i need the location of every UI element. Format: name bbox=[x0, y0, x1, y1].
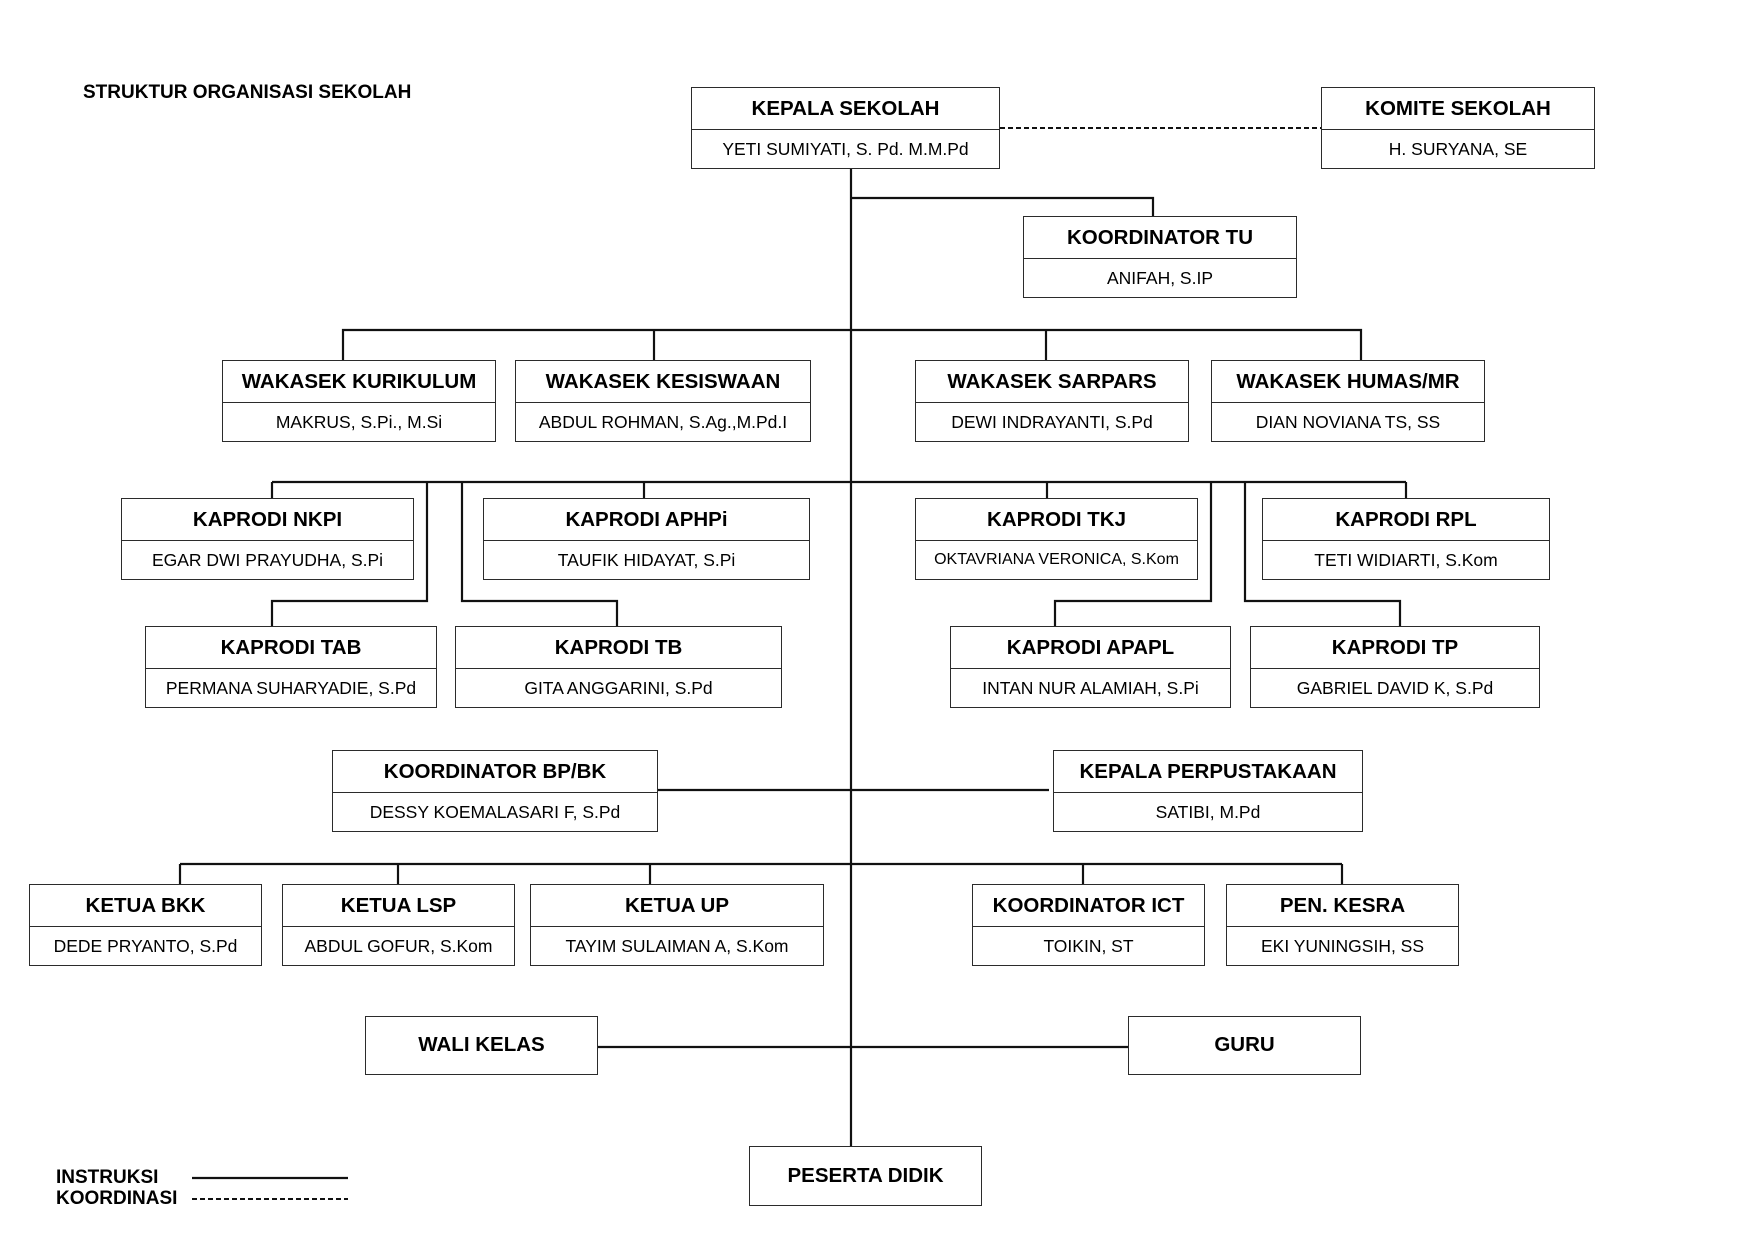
box-peserta-didik: PESERTA DIDIK bbox=[749, 1146, 982, 1206]
position-title: KAPRODI TKJ bbox=[916, 499, 1197, 541]
position-holder: TAUFIK HIDAYAT, S.Pi bbox=[557, 550, 736, 570]
position-holder: ABDUL GOFUR, S.Kom bbox=[304, 936, 493, 956]
box-ketua-lsp: KETUA LSP ABDUL GOFUR, S.Kom bbox=[282, 884, 515, 966]
box-kaprodi-tp: KAPRODI TP GABRIEL DAVID K, S.Pd bbox=[1250, 626, 1540, 708]
position-title: KAPRODI APAPL bbox=[951, 627, 1230, 669]
position-title: KOORDINATOR TU bbox=[1024, 217, 1296, 259]
line-tb bbox=[460, 482, 619, 626]
chart-title: STRUKTUR ORGANISASI SEKOLAH bbox=[83, 82, 412, 103]
box-ketua-up: KETUA UP TAYIM SULAIMAN A, S.Kom bbox=[530, 884, 824, 966]
position-title: KEPALA SEKOLAH bbox=[692, 88, 999, 130]
line-koord-tu bbox=[851, 196, 1155, 216]
position-title: KAPRODI TB bbox=[456, 627, 781, 669]
box-pen-kesra: PEN. KESRA EKI YUNINGSIH, SS bbox=[1226, 884, 1459, 966]
box-wali-kelas: WALI KELAS bbox=[365, 1016, 598, 1075]
box-kepala-perpustakaan: KEPALA PERPUSTAKAAN SATIBI, M.Pd bbox=[1053, 750, 1363, 832]
position-title: KEPALA PERPUSTAKAAN bbox=[1054, 751, 1362, 793]
position-title: KOMITE SEKOLAH bbox=[1322, 88, 1594, 130]
box-kaprodi-rpl: KAPRODI RPL TETI WIDIARTI, S.Kom bbox=[1262, 498, 1550, 580]
position-holder: MAKRUS, S.Pi., M.Si bbox=[275, 412, 443, 432]
position-title: WAKASEK SARPARS bbox=[916, 361, 1188, 403]
position-title: KAPRODI TP bbox=[1251, 627, 1539, 669]
box-wakasek-kesiswaan: WAKASEK KESISWAAN ABDUL ROHMAN, S.Ag.,M.… bbox=[515, 360, 811, 442]
box-wakasek-humas: WAKASEK HUMAS/MR DIAN NOVIANA TS, SS bbox=[1211, 360, 1485, 442]
position-title: PEN. KESRA bbox=[1227, 885, 1458, 927]
position-holder: DESSY KOEMALASARI F, S.Pd bbox=[369, 802, 621, 822]
position-holder: OKTAVRIANA VERONICA, S.Kom bbox=[934, 551, 1179, 568]
box-wakasek-kurikulum: WAKASEK KURIKULUM MAKRUS, S.Pi., M.Si bbox=[222, 360, 496, 442]
bar-wakasek bbox=[341, 328, 1363, 360]
position-title: WAKASEK KESISWAAN bbox=[516, 361, 810, 403]
box-ketua-bkk: KETUA BKK DEDE PRYANTO, S.Pd bbox=[29, 884, 262, 966]
position-title: KETUA BKK bbox=[30, 885, 261, 927]
position-holder: DIAN NOVIANA TS, SS bbox=[1255, 412, 1441, 432]
box-kaprodi-nkpi: KAPRODI NKPI EGAR DWI PRAYUDHA, S.Pi bbox=[121, 498, 414, 580]
box-komite-sekolah: KOMITE SEKOLAH H. SURYANA, SE bbox=[1321, 87, 1595, 169]
position-holder: ABDUL ROHMAN, S.Ag.,M.Pd.I bbox=[538, 412, 788, 432]
line-apapl bbox=[1053, 482, 1213, 626]
box-kaprodi-tab: KAPRODI TAB PERMANA SUHARYADIE, S.Pd bbox=[145, 626, 437, 708]
position-title: KAPRODI APHPi bbox=[484, 499, 809, 541]
box-kaprodi-apapl: KAPRODI APAPL INTAN NUR ALAMIAH, S.Pi bbox=[950, 626, 1231, 708]
position-title: KOORDINATOR ICT bbox=[973, 885, 1204, 927]
position-title: KOORDINATOR BP/BK bbox=[333, 751, 657, 793]
position-holder: PERMANA SUHARYADIE, S.Pd bbox=[165, 678, 417, 698]
position-holder: TOIKIN, ST bbox=[1043, 936, 1134, 956]
position-title: KETUA LSP bbox=[283, 885, 514, 927]
position-holder: EGAR DWI PRAYUDHA, S.Pi bbox=[151, 550, 384, 570]
position-holder: EKI YUNINGSIH, SS bbox=[1260, 936, 1425, 956]
position-holder: H. SURYANA, SE bbox=[1388, 139, 1528, 159]
position-holder: DEDE PRYANTO, S.Pd bbox=[53, 936, 238, 956]
position-holder: TETI WIDIARTI, S.Kom bbox=[1314, 550, 1498, 570]
position-title: KAPRODI NKPI bbox=[122, 499, 413, 541]
position-holder: SATIBI, M.Pd bbox=[1155, 802, 1261, 822]
legend-instruksi-label: INSTRUKSI bbox=[56, 1167, 159, 1188]
position-holder: TAYIM SULAIMAN A, S.Kom bbox=[565, 936, 789, 956]
position-holder: DEWI INDRAYANTI, S.Pd bbox=[951, 412, 1153, 432]
box-kaprodi-tb: KAPRODI TB GITA ANGGARINI, S.Pd bbox=[455, 626, 782, 708]
position-holder: GABRIEL DAVID K, S.Pd bbox=[1296, 678, 1494, 698]
position-title: KETUA UP bbox=[531, 885, 823, 927]
position-title: KAPRODI TAB bbox=[146, 627, 436, 669]
box-koordinator-bpbk: KOORDINATOR BP/BK DESSY KOEMALASARI F, S… bbox=[332, 750, 658, 832]
position-holder: GITA ANGGARINI, S.Pd bbox=[524, 678, 713, 698]
position-holder: INTAN NUR ALAMIAH, S.Pi bbox=[982, 678, 1199, 698]
line-tab bbox=[270, 482, 429, 626]
position-title: WAKASEK KURIKULUM bbox=[223, 361, 495, 403]
box-koordinator-tu: KOORDINATOR TU ANIFAH, S.IP bbox=[1023, 216, 1297, 298]
position-holder: ANIFAH, S.IP bbox=[1107, 268, 1213, 288]
position-title: KAPRODI RPL bbox=[1263, 499, 1549, 541]
line-tp bbox=[1243, 482, 1402, 626]
box-kepala-sekolah: KEPALA SEKOLAH YETI SUMIYATI, S. Pd. M.M… bbox=[691, 87, 1000, 169]
box-guru: GURU bbox=[1128, 1016, 1361, 1075]
position-title: WAKASEK HUMAS/MR bbox=[1212, 361, 1484, 403]
box-kaprodi-aphpi: KAPRODI APHPi TAUFIK HIDAYAT, S.Pi bbox=[483, 498, 810, 580]
position-holder: YETI SUMIYATI, S. Pd. M.M.Pd bbox=[722, 139, 969, 159]
box-wakasek-sarpars: WAKASEK SARPARS DEWI INDRAYANTI, S.Pd bbox=[915, 360, 1189, 442]
box-koordinator-ict: KOORDINATOR ICT TOIKIN, ST bbox=[972, 884, 1205, 966]
box-kaprodi-tkj: KAPRODI TKJ OKTAVRIANA VERONICA, S.Kom bbox=[915, 498, 1198, 580]
legend-koordinasi-label: KOORDINASI bbox=[56, 1188, 178, 1209]
